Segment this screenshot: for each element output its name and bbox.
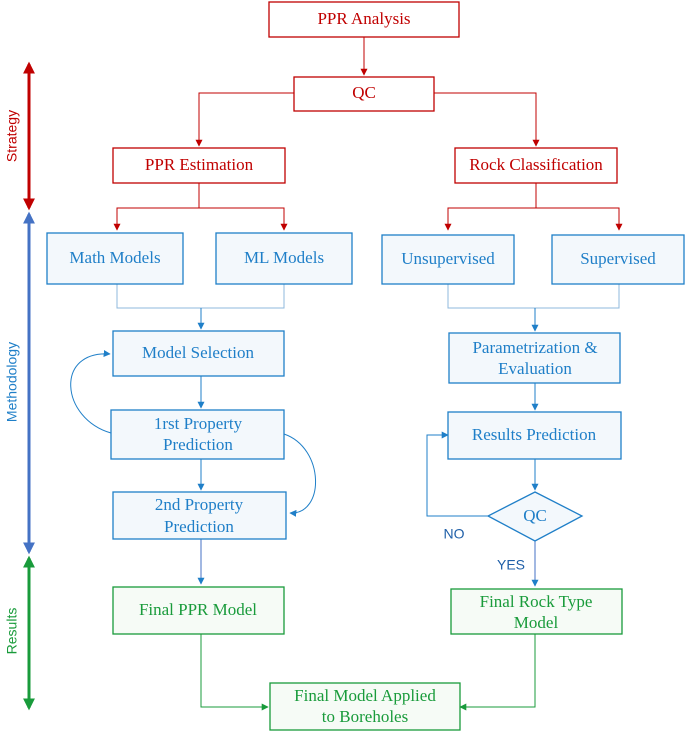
yes-label: YES	[497, 557, 525, 573]
results-prediction-text: Results Prediction	[472, 425, 597, 444]
second-property-prediction-line-2: Prediction	[164, 517, 234, 536]
ppr-estimation-node: PPR Estimation	[112, 147, 286, 184]
no-label: NO	[444, 526, 465, 542]
strategy-label: Strategy	[4, 110, 20, 162]
final-model-applied-node: Final Model Applied to Boreholes	[269, 682, 461, 731]
results-axis: Results	[4, 555, 35, 711]
results-feed-connectors	[197, 539, 539, 587]
model-selection-node: Model Selection	[112, 330, 285, 377]
supervised-text: Supervised	[580, 249, 656, 268]
results-label: Results	[4, 608, 20, 655]
unsupervised-node: Unsupervised	[381, 234, 515, 285]
ml-models-text: ML Models	[244, 248, 324, 267]
parametrization-evaluation-line-1: Parametrization &	[472, 338, 597, 357]
qc-top-text: QC	[352, 83, 376, 102]
results-prediction-node: Results Prediction	[447, 411, 622, 460]
qc-decision-node: QC	[486, 491, 584, 542]
unsupervised-text: Unsupervised	[401, 249, 495, 268]
rock-classification-text: Rock Classification	[469, 155, 603, 174]
rock-classification-node: Rock Classification	[454, 147, 618, 184]
final-ppr-model-node: Final PPR Model	[112, 586, 285, 635]
ppr-estimation-text: PPR Estimation	[145, 155, 254, 174]
qc-decision-text: QC	[523, 506, 547, 525]
first-property-prediction-line-1: 1rst Property	[154, 414, 243, 433]
methodology-axis: Methodology	[4, 211, 35, 555]
ppr-analysis-node: PPR Analysis	[268, 1, 460, 38]
math-models-node: Math Models	[46, 232, 184, 285]
final-rock-type-model-line-1: Final Rock Type	[480, 592, 593, 611]
ppr-analysis-text: PPR Analysis	[317, 9, 410, 28]
strategy-axis: Strategy	[4, 61, 35, 211]
parametrization-evaluation-node: Parametrization & Evaluation	[448, 332, 621, 384]
first-property-prediction-node: 1rst Property Prediction	[110, 409, 285, 460]
qc-top-node: QC	[293, 76, 435, 112]
supervised-node: Supervised	[551, 234, 685, 285]
second-property-prediction-node: 2nd Property Prediction	[112, 491, 287, 540]
final-model-applied-line-1: Final Model Applied	[294, 686, 436, 705]
methodology-label: Methodology	[4, 342, 20, 422]
final-model-applied-line-2: to Boreholes	[322, 707, 408, 726]
model-selection-text: Model Selection	[142, 343, 254, 362]
math-models-text: Math Models	[69, 248, 160, 267]
ml-models-node: ML Models	[215, 232, 353, 285]
results-connectors	[200, 634, 536, 711]
second-property-prediction-line-1: 2nd Property	[155, 495, 244, 514]
first-property-prediction-line-2: Prediction	[163, 435, 233, 454]
methodology-connectors	[70, 284, 620, 517]
final-rock-type-model-node: Final Rock Type Model	[450, 588, 623, 635]
parametrization-evaluation-line-2: Evaluation	[498, 359, 572, 378]
final-rock-type-model-line-2: Model	[514, 613, 559, 632]
strategy-connectors	[113, 37, 623, 231]
final-ppr-model-text: Final PPR Model	[139, 600, 257, 619]
